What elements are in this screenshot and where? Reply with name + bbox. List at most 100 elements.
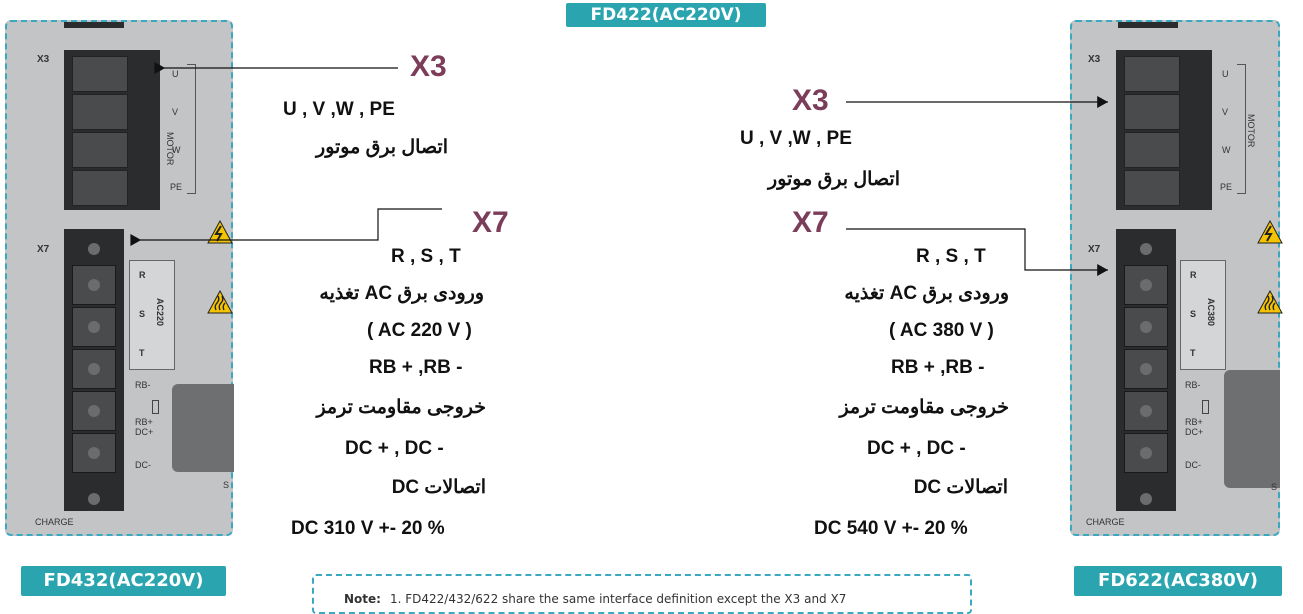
pin-u: U <box>172 69 179 79</box>
top-notch <box>64 22 124 28</box>
right-dc: DC + , DC - <box>867 438 966 459</box>
right-rb: RB + ,RB - <box>891 357 985 378</box>
pin-r: R <box>139 270 146 280</box>
right-brake: خروجی مقاومت ترمز <box>839 397 1009 418</box>
pin-v: V <box>1222 107 1229 117</box>
x7-port-label: X7 <box>37 244 50 255</box>
note-box: Note: 1. FD422/432/622 share the same in… <box>312 574 972 614</box>
top-notch <box>1118 22 1178 28</box>
left-dc: DC + , DC - <box>345 438 444 459</box>
x7-terminal <box>72 349 116 389</box>
warning-hot-surface-icon <box>207 290 233 314</box>
x7-terminal <box>1124 391 1168 431</box>
dc-minus-label: DC- <box>135 460 151 470</box>
x3-cell <box>1124 94 1180 130</box>
pin-w: W <box>172 145 181 155</box>
right-x7-leader <box>846 228 1108 276</box>
x3-cell <box>1124 132 1180 168</box>
side-panel-block <box>172 384 234 472</box>
x7-connector <box>64 229 124 511</box>
left-x3-title: X3 <box>410 50 447 83</box>
x7-terminal <box>72 391 116 431</box>
left-dc-voltage: DC 310 V +- 20 % <box>291 518 445 539</box>
x7-screw-bottom <box>1140 493 1152 505</box>
x7-screw-bottom <box>88 493 100 505</box>
badge-fd622: FD622(AC380V) <box>1074 566 1282 596</box>
note-label: Note: <box>344 592 381 606</box>
left-brake: خروجی مقاومت ترمز <box>316 397 486 418</box>
pin-s: S <box>139 309 146 319</box>
x3-cell <box>72 94 128 130</box>
x7-terminal <box>72 307 116 347</box>
x7-terminal <box>1124 349 1168 389</box>
left-rb: RB + ,RB - <box>369 357 463 378</box>
resistor-symbol <box>1202 400 1209 414</box>
pin-u: U <box>1222 69 1229 79</box>
warning-hot-surface-icon <box>1257 290 1283 314</box>
dc-plus-label: DC+ <box>1185 427 1204 437</box>
pin-s: S <box>1190 309 1197 319</box>
dc-minus-label: DC- <box>1185 460 1201 470</box>
s-label: S <box>223 480 230 490</box>
left-drive-panel: X3 U V W PE MOTOR X7 R S T AC220 RB- RB+… <box>5 20 234 536</box>
right-ac-voltage: ( AC 380 V ) <box>889 320 994 341</box>
x3-cell <box>72 170 128 206</box>
badge-fd432: FD432(AC220V) <box>21 566 226 596</box>
right-ac-input: ورودی برق AC تغذیه <box>844 283 1009 304</box>
pin-t: T <box>1190 348 1196 358</box>
x3-cell <box>72 132 128 168</box>
right-rst: R , S , T <box>916 246 986 267</box>
x7-terminal <box>1124 433 1168 473</box>
x3-connector <box>64 50 160 210</box>
x3-port-label: X3 <box>37 54 50 65</box>
side-panel-block <box>1224 370 1280 488</box>
pin-v: V <box>172 107 179 117</box>
warning-high-voltage-icon <box>207 220 233 244</box>
pin-w: W <box>1222 145 1231 155</box>
left-x7-title: X7 <box>472 206 509 239</box>
rb-plus-label: RB+ <box>135 417 153 427</box>
x7-terminal <box>72 433 116 473</box>
motor-bracket <box>1237 64 1246 194</box>
x7-port-label: X7 <box>1088 244 1101 255</box>
ac-input-box <box>129 260 175 370</box>
s-label: S <box>1271 482 1278 492</box>
warning-high-voltage-icon <box>1257 220 1283 244</box>
resistor-symbol <box>152 400 159 414</box>
ac-input-box <box>1180 260 1226 370</box>
charge-label: CHARGE <box>35 517 74 527</box>
rb-plus-label: RB+ <box>1185 417 1203 427</box>
charge-label: CHARGE <box>1086 517 1125 527</box>
left-x3-pins: U , V ,W , PE <box>283 99 395 120</box>
x7-terminal <box>1124 307 1168 347</box>
x3-cell <box>1124 170 1180 206</box>
rb-minus-label: RB- <box>135 380 151 390</box>
motor-bracket <box>187 64 196 194</box>
x7-connector <box>1116 229 1176 511</box>
right-x3-title: X3 <box>792 84 829 117</box>
badge-fd422: FD422(AC220V) <box>566 3 766 27</box>
left-x3-desc: اتصال برق موتور <box>316 137 448 158</box>
x7-terminal <box>72 265 116 305</box>
note-text: 1. FD422/432/622 share the same interfac… <box>390 592 847 606</box>
right-x7-title: X7 <box>792 206 829 239</box>
right-x3-pins: U , V ,W , PE <box>740 128 852 149</box>
right-x3-desc: اتصال برق موتور <box>768 169 900 190</box>
x3-cell <box>72 56 128 92</box>
left-ac-voltage: ( AC 220 V ) <box>367 320 472 341</box>
pin-pe: PE <box>170 182 183 192</box>
rb-minus-label: RB- <box>1185 380 1201 390</box>
pin-r: R <box>1190 270 1197 280</box>
x7-terminal <box>1124 265 1168 305</box>
x3-connector <box>1116 50 1212 210</box>
x7-screw-top <box>88 243 100 255</box>
left-x7-leader <box>130 208 442 246</box>
x3-port-label: X3 <box>1088 54 1101 65</box>
pin-t: T <box>139 348 145 358</box>
x3-cell <box>1124 56 1180 92</box>
right-dc-voltage: DC 540 V +- 20 % <box>814 518 968 539</box>
left-ac-input: ورودی برق AC تغذیه <box>319 283 484 304</box>
left-dc-desc: اتصالات DC <box>391 477 486 498</box>
left-rst: R , S , T <box>391 246 461 267</box>
